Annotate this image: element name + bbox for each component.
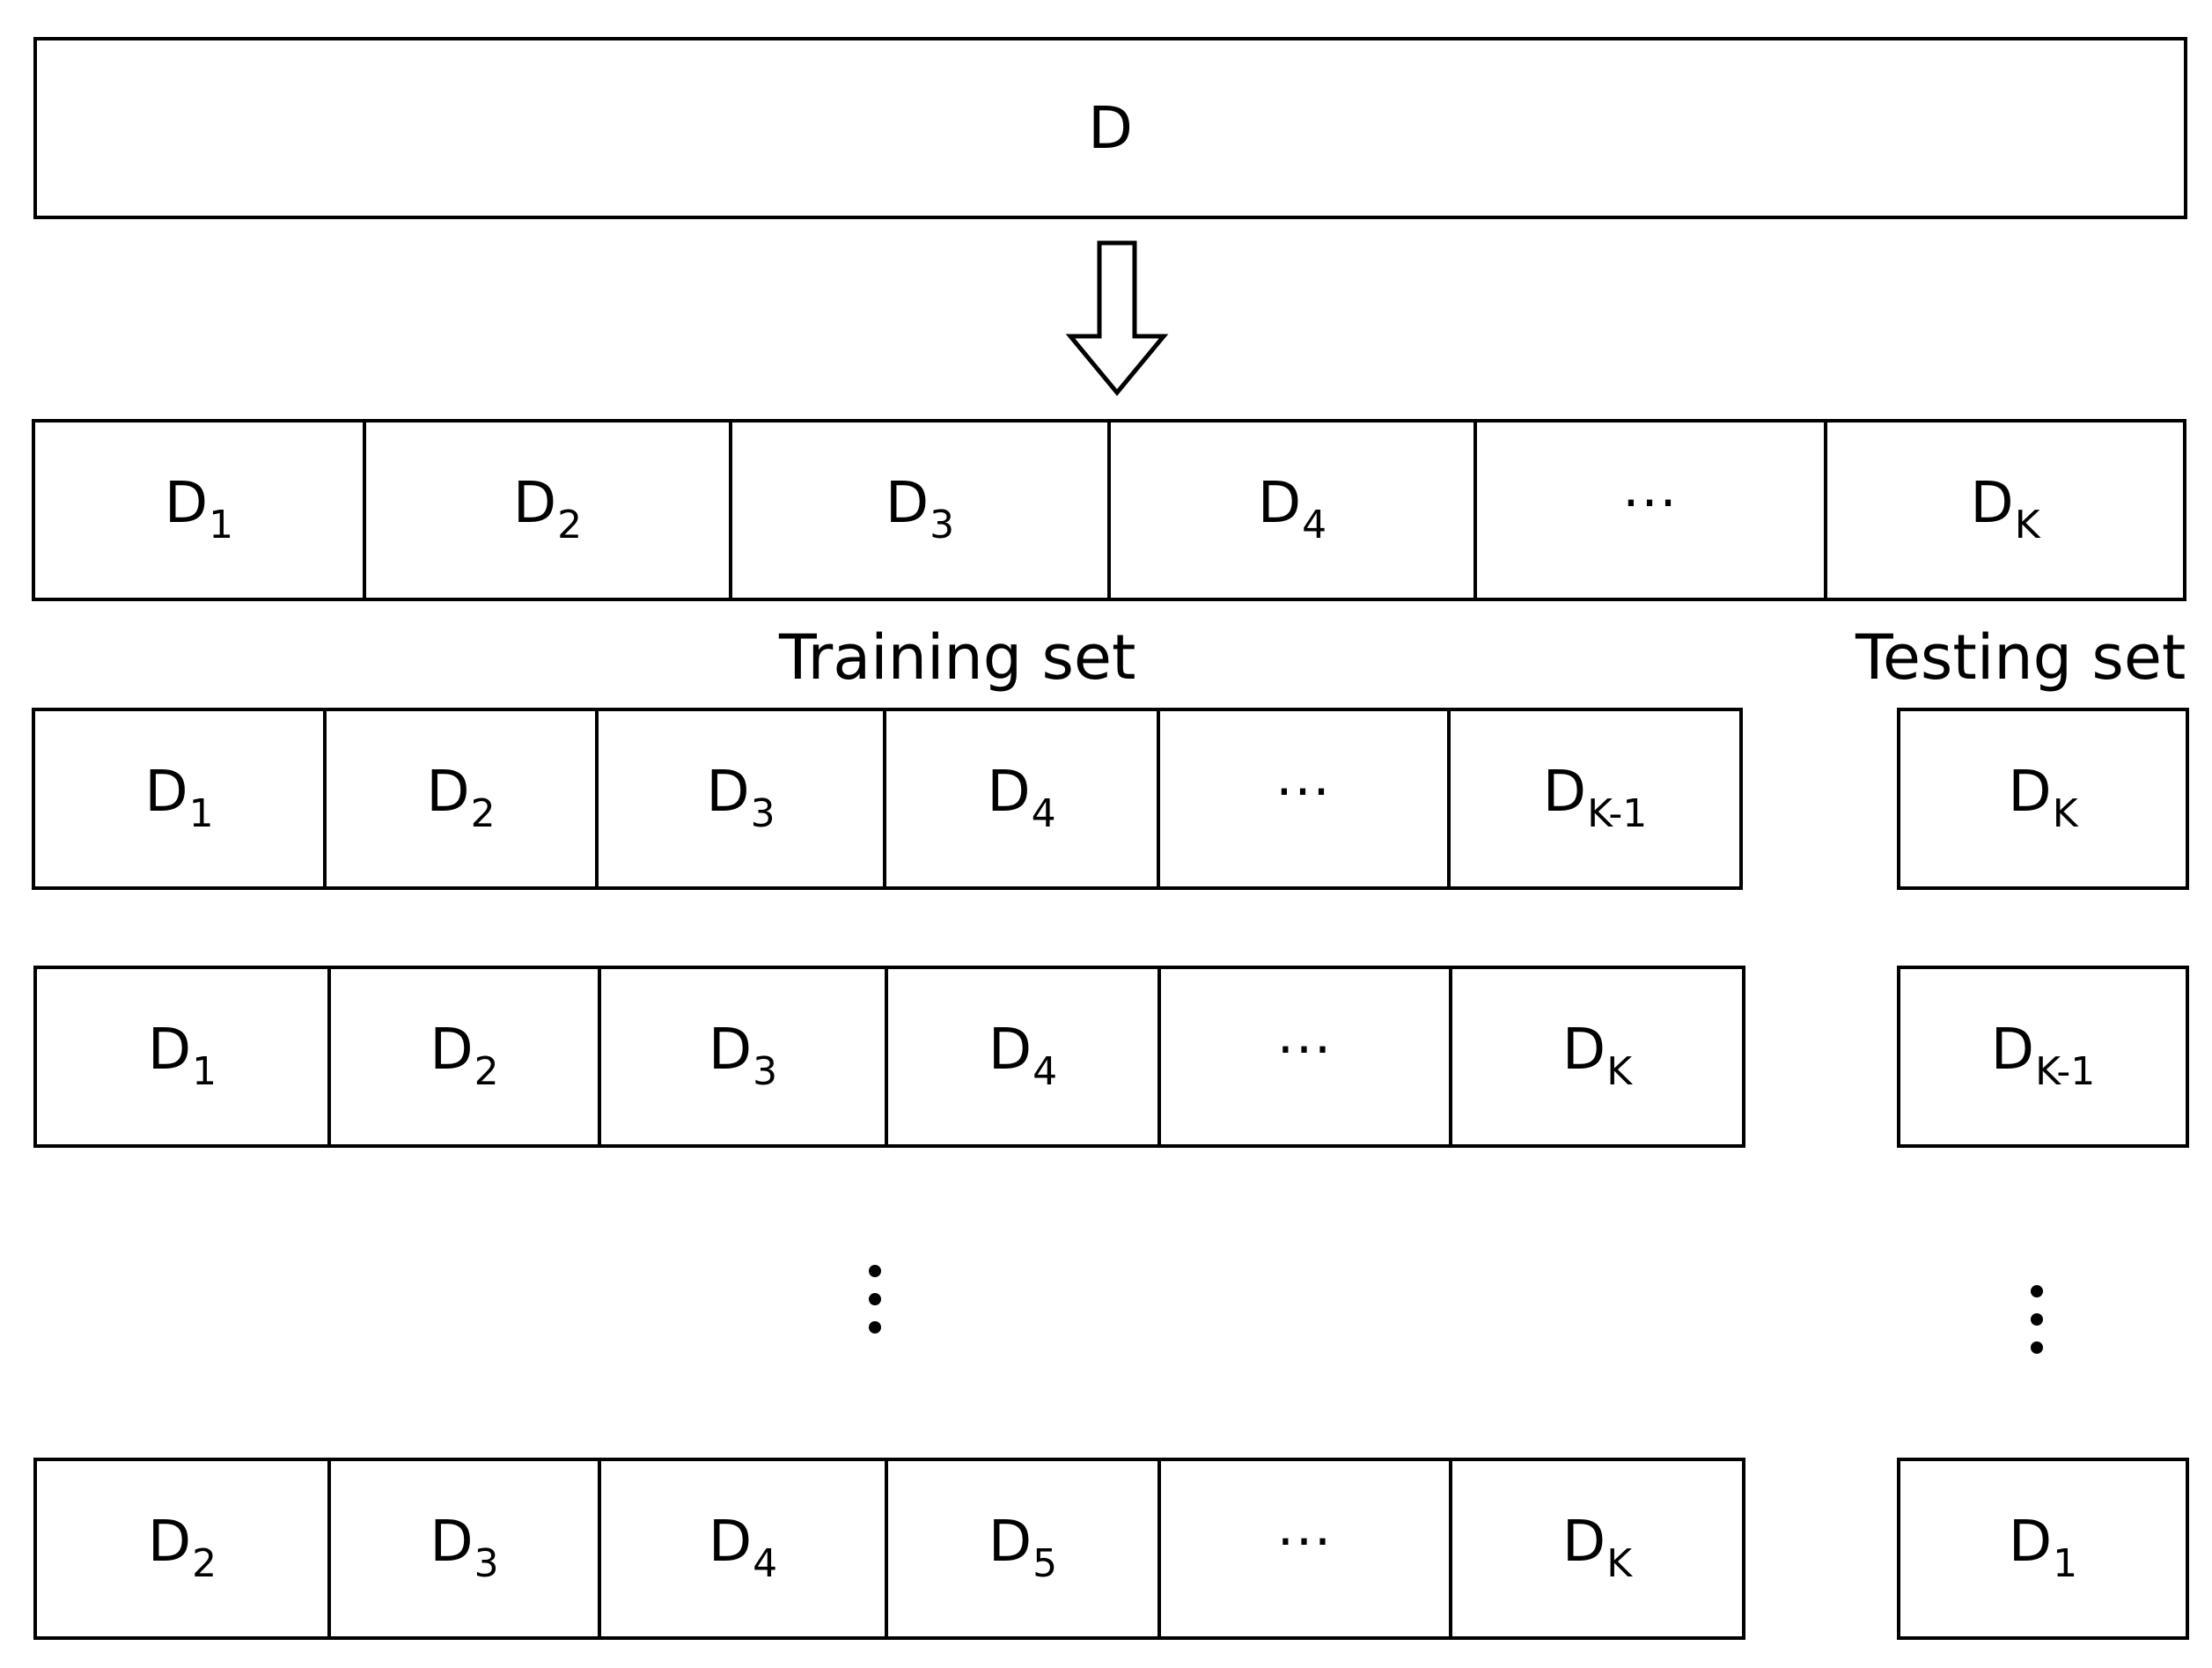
dataset-main: D [1088, 93, 1133, 162]
train-cell: D3 [598, 969, 885, 1144]
train-cell: D3 [327, 1461, 598, 1636]
partition-cell: DK [1824, 423, 2183, 598]
testing-set-label: Testing set [1856, 621, 2186, 694]
train-ellipsis: ··· [1157, 711, 1447, 886]
train-ellipsis: ··· [1157, 1461, 1449, 1636]
train-cell: D2 [323, 711, 595, 886]
train-cell: D4 [883, 711, 1157, 886]
train-cell: D1 [147, 1018, 217, 1094]
test-cell: D1 [2008, 1510, 2078, 1586]
train-cell: D1 [144, 760, 214, 836]
test-cell: DK [2008, 760, 2078, 836]
train-cell: D4 [598, 1461, 885, 1636]
dataset-label: D [1088, 99, 1133, 158]
partition-row: D1 D2 D3 D4 ··· DK [32, 419, 2186, 601]
fold-k-train-row: D2 D3 D4 D5 ··· DK [33, 1458, 1745, 1640]
train-cell: D5 [885, 1461, 1157, 1636]
dataset-box: D [33, 37, 2187, 219]
partition-cell: D4 [1107, 423, 1473, 598]
fold-2-train-row: D1 D2 D3 D4 ··· DK [33, 966, 1745, 1148]
train-cell: D4 [885, 969, 1157, 1144]
vertical-ellipsis-test [2031, 1285, 2045, 1370]
train-cell: DK [1449, 1461, 1742, 1636]
down-arrow-icon [1065, 240, 1169, 396]
train-cell: D3 [595, 711, 883, 886]
train-cell: DK [1449, 969, 1742, 1144]
partition-cell: D2 [363, 423, 729, 598]
partition-cell: D1 [164, 471, 234, 547]
fold-2-test-box: DK-1 [1897, 966, 2189, 1148]
train-cell: D2 [327, 969, 598, 1144]
partition-ellipsis: ··· [1473, 423, 1824, 598]
fold-1-train-row: D1 D2 D3 D4 ··· DK-1 [32, 708, 1743, 890]
vertical-ellipsis-train [869, 1265, 883, 1349]
fold-k-test-box: D1 [1897, 1458, 2189, 1640]
partition-cell: D3 [729, 423, 1107, 598]
train-cell: DK-1 [1447, 711, 1739, 886]
training-set-label: Training set [779, 621, 1136, 694]
fold-1-test-box: DK [1897, 708, 2189, 890]
train-cell: D2 [147, 1510, 217, 1586]
dataset-cell: D [37, 40, 2184, 216]
test-cell: DK-1 [1990, 1018, 2096, 1094]
train-ellipsis: ··· [1157, 969, 1449, 1144]
